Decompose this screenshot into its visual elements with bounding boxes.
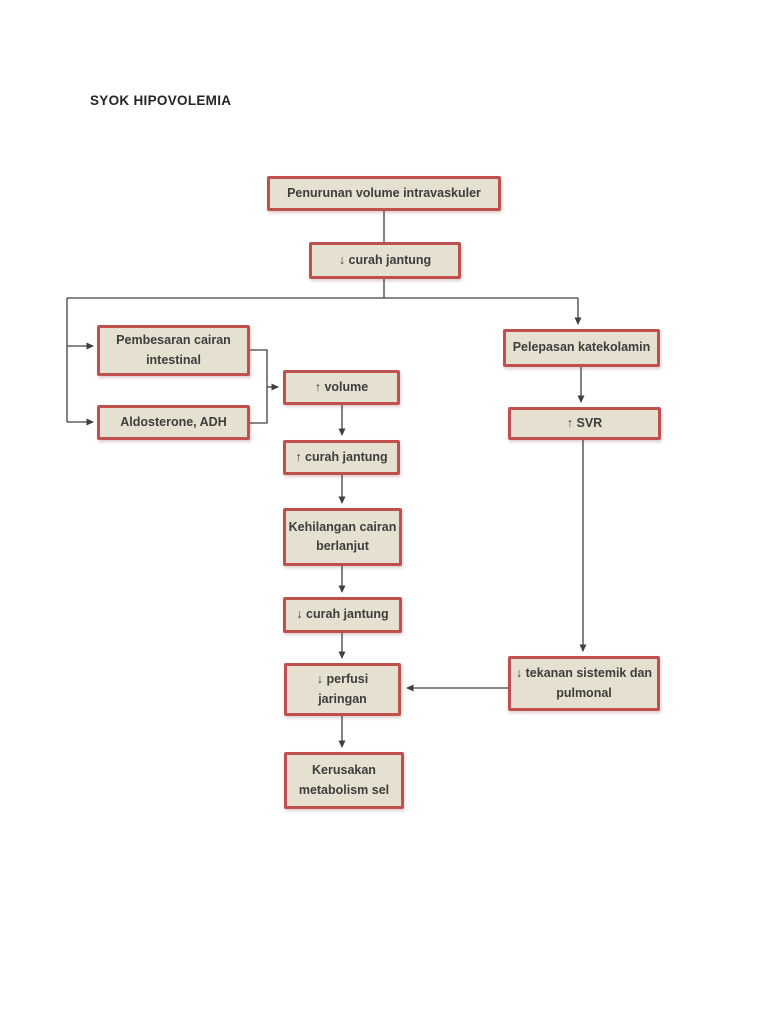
node-volume-naik: ↑ volume bbox=[283, 370, 400, 405]
page-title: SYOK HIPOVOLEMIA bbox=[90, 93, 232, 108]
node-perfusi-jaringan-turun: ↓ perfusi jaringan bbox=[284, 663, 401, 716]
node-curah-jantung-turun-1: ↓ curah jantung bbox=[309, 242, 461, 279]
node-pembesaran-cairan-intestinal: Pembesaran cairan intestinal bbox=[97, 325, 250, 376]
node-tekanan-sistemik-pulmonal-turun: ↓ tekanan sistemik dan pulmonal bbox=[508, 656, 660, 711]
node-kerusakan-metabolism-sel: Kerusakan metabolism sel bbox=[284, 752, 404, 809]
node-curah-jantung-naik: ↑ curah jantung bbox=[283, 440, 400, 475]
node-svr-naik: ↑ SVR bbox=[508, 407, 661, 440]
node-pelepasan-katekolamin: Pelepasan katekolamin bbox=[503, 329, 660, 367]
node-curah-jantung-turun-2: ↓ curah jantung bbox=[283, 597, 402, 633]
node-kehilangan-cairan-berlanjut: Kehilangan cairan berlanjut bbox=[283, 508, 402, 566]
node-aldosterone-adh: Aldosterone, ADH bbox=[97, 405, 250, 440]
edge-merge-bracket bbox=[250, 349, 268, 424]
node-penurunan-volume-intravaskuler: Penurunan volume intravaskuler bbox=[267, 176, 501, 211]
